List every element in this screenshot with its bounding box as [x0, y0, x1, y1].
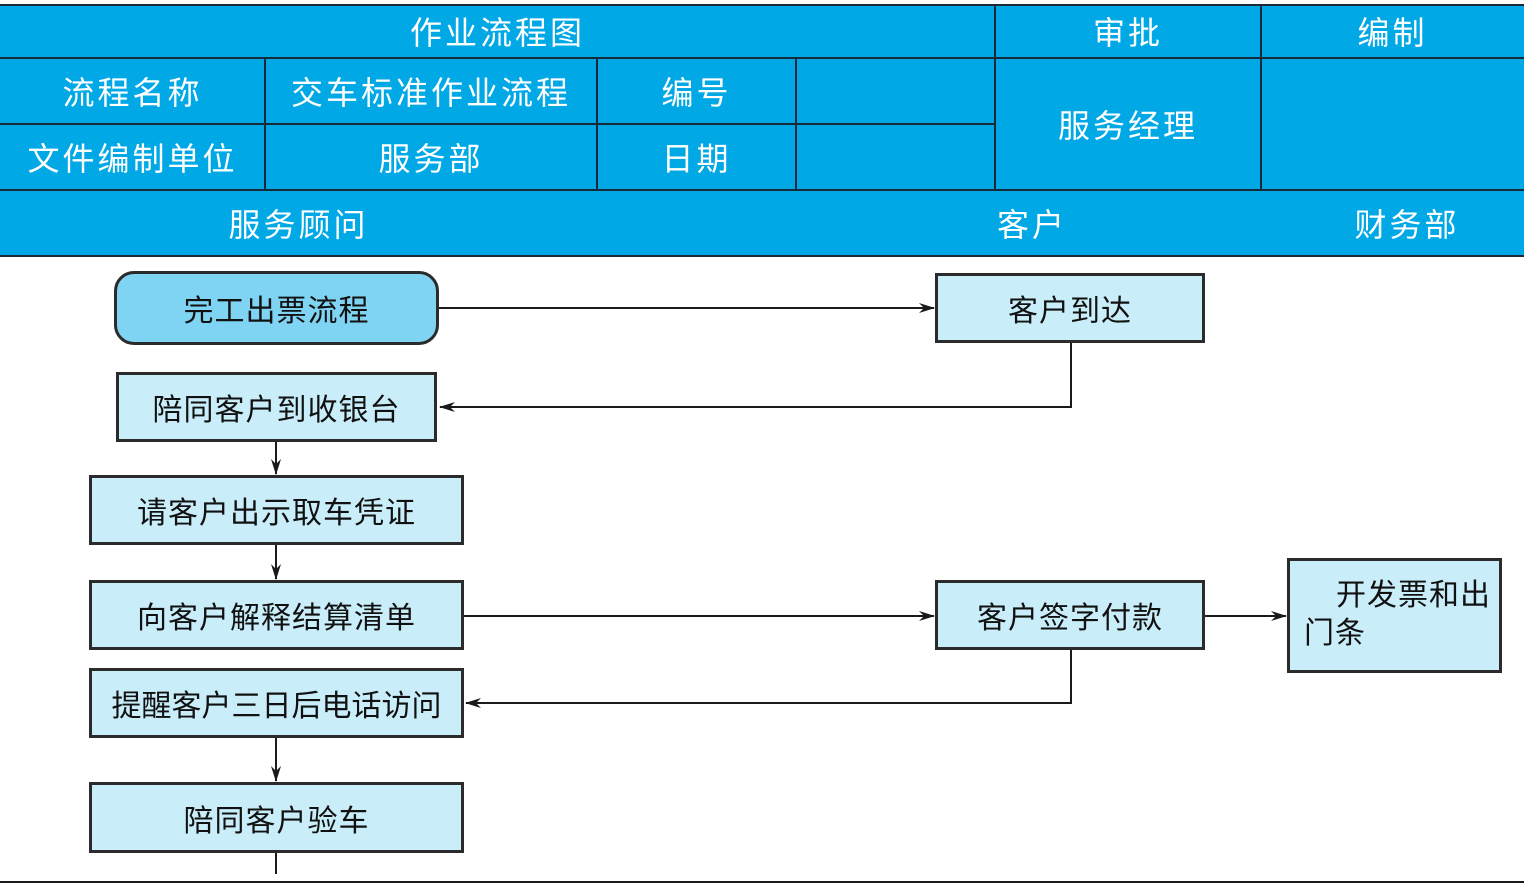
grid-line [264, 58, 266, 190]
unit-label: 文件编制单位 [27, 140, 238, 178]
node-show-voucher: 请客户出示取车凭证 [89, 475, 464, 545]
node-inspect-car: 陪同客户验车 [89, 782, 464, 853]
number-label: 编号 [661, 74, 732, 112]
grid-line [596, 58, 598, 190]
grid-line [1260, 4, 1262, 190]
grid-line [994, 4, 996, 190]
approve-label: 审批 [1092, 14, 1163, 52]
grid-line [0, 4, 1524, 6]
process-name-value: 交车标准作业流程 [290, 74, 571, 112]
header-table: 作业流程图 审批 编制 流程名称 交车标准作业流程 编号 文件编制单位 服务部 … [0, 4, 1524, 257]
lane-advisor: 服务顾问 [228, 206, 369, 244]
arrow-arrive-to-cashier [439, 343, 1072, 412]
grid-line [795, 58, 797, 190]
node-explain-bill: 向客户解释结算清单 [89, 580, 464, 650]
lane-finance: 财务部 [1354, 206, 1460, 244]
lane-customer: 客户 [996, 206, 1067, 244]
date-label: 日期 [661, 140, 732, 178]
approver-value: 服务经理 [1057, 107, 1198, 145]
node-invoice-exit-slip: 开发票和出门条 [1287, 558, 1502, 673]
grid-line [0, 255, 1524, 257]
grid-line [0, 189, 1524, 191]
node-sign-pay: 客户签字付款 [935, 580, 1205, 650]
grid-line [0, 123, 995, 125]
grid-line [0, 57, 1524, 59]
process-name-label: 流程名称 [62, 74, 203, 112]
node-accompany-cashier: 陪同客户到收银台 [116, 372, 437, 442]
header-title: 作业流程图 [409, 14, 585, 52]
node-customer-arrive: 客户到达 [935, 273, 1205, 343]
node-start-billing: 完工出票流程 [114, 271, 439, 345]
node-remind-call: 提醒客户三日后电话访问 [89, 668, 464, 738]
arrow-sign-to-remind [465, 650, 1072, 708]
unit-value: 服务部 [378, 140, 484, 178]
compile-label: 编制 [1357, 14, 1428, 52]
